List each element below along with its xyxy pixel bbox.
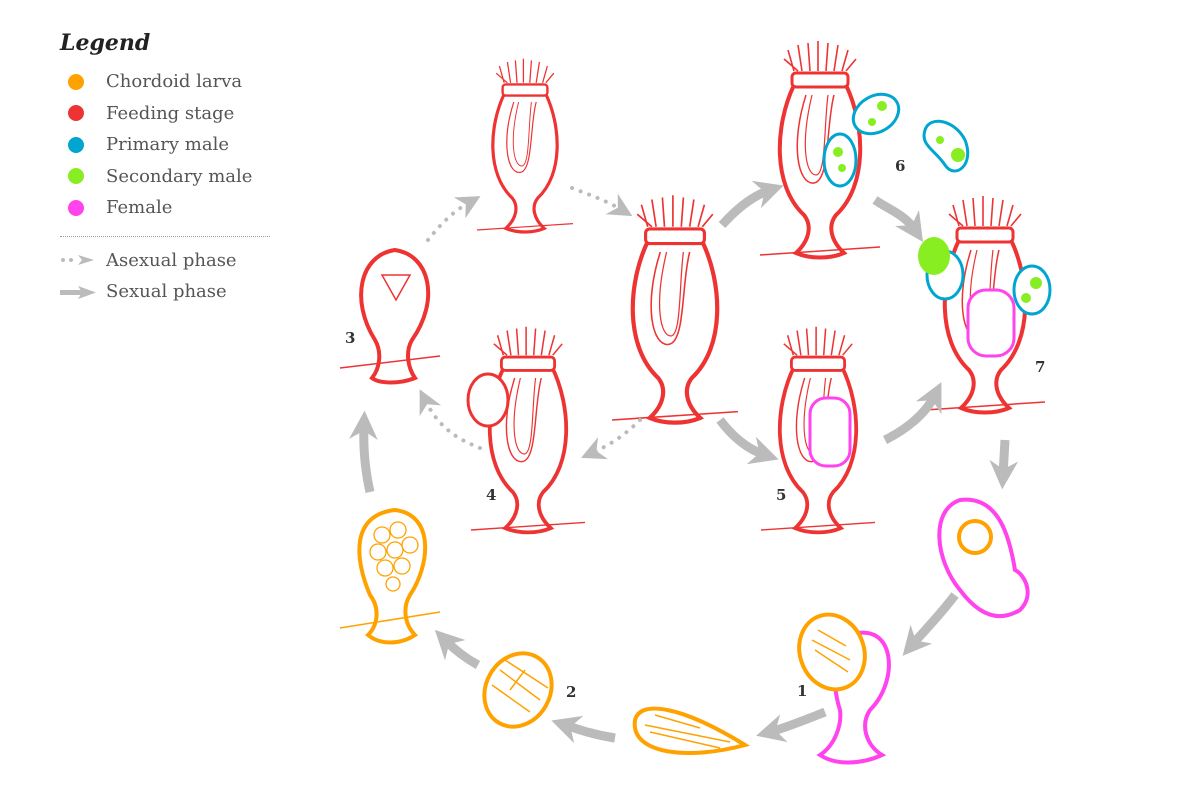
primary-male xyxy=(822,132,858,188)
stage-label-1: 1 xyxy=(797,682,807,700)
stage-label-6: 6 xyxy=(895,157,905,175)
legend-label: Feeding stage xyxy=(106,102,235,124)
primary-male xyxy=(851,92,901,136)
sexual-arrows xyxy=(349,180,1019,744)
pink-dot-icon xyxy=(68,199,84,216)
secondary-male xyxy=(918,237,950,275)
legend-item-chordoid-larva: Chordoid larva xyxy=(60,66,270,98)
free-primary-male xyxy=(922,119,970,173)
sexual-arrow xyxy=(902,592,959,656)
legend-label: Sexual phase xyxy=(106,281,227,303)
legend-item-asexual: Asexual phase xyxy=(60,245,270,277)
sexual-arrow xyxy=(718,180,784,229)
sexual-arrow xyxy=(756,707,827,743)
legend-label: Female xyxy=(106,197,173,219)
legend-item-primary-male: Primary male xyxy=(60,129,270,161)
stage-label-4: 4 xyxy=(486,486,496,504)
feeding-stage-5 xyxy=(759,324,877,535)
female-released xyxy=(937,497,1030,618)
asexual-arrow xyxy=(581,418,642,460)
sexual-arrow xyxy=(551,715,616,744)
bud xyxy=(466,372,510,428)
stage-label-5: 5 xyxy=(776,486,786,504)
dotted-arrow-icon xyxy=(61,255,94,266)
legend-item-female: Female xyxy=(60,192,270,224)
legend-item-feeding-stage: Feeding stage xyxy=(60,98,270,130)
legend-item-sexual: Sexual phase xyxy=(60,276,270,308)
sexual-arrow xyxy=(434,629,481,669)
blue-dot-icon xyxy=(68,136,84,153)
legend-label: Chordoid larva xyxy=(106,71,243,93)
asexual-arrows xyxy=(419,186,642,460)
legend: Legend Chordoid larva Feeding stage Prim… xyxy=(60,30,270,308)
feeding-stage-6 xyxy=(758,39,970,260)
female-inside xyxy=(966,288,1016,358)
legend-label: Primary male xyxy=(106,134,229,156)
legend-label: Secondary male xyxy=(106,165,253,187)
green-dot-icon xyxy=(68,168,84,185)
legend-label: Asexual phase xyxy=(106,249,237,271)
stage-label-3: 3 xyxy=(345,329,355,347)
feeding-stage-top xyxy=(475,57,575,234)
feeding-stage-4 xyxy=(466,324,587,535)
legend-item-secondary-male: Secondary male xyxy=(60,161,270,193)
sexual-arrow xyxy=(882,382,942,445)
chordoid-larva-settled xyxy=(339,507,441,645)
sexual-arrow xyxy=(716,417,779,465)
asexual-arrow xyxy=(570,186,633,217)
sexual-arrow xyxy=(349,410,378,493)
feeding-stage-center xyxy=(612,195,738,422)
stage-label-7: 7 xyxy=(1035,358,1045,376)
solid-arrow-icon xyxy=(60,285,96,299)
asexual-arrow xyxy=(426,196,481,242)
primary-male xyxy=(1012,264,1052,316)
feeding-stage-7 xyxy=(918,194,1052,415)
legend-divider xyxy=(60,235,270,237)
sexual-arrow xyxy=(989,439,1019,490)
legend-title: Legend xyxy=(60,30,151,56)
sexual-arrow xyxy=(872,196,923,242)
stage-label-2: 2 xyxy=(566,683,576,701)
chordoid-larva-swimming xyxy=(632,706,750,755)
red-dot-icon xyxy=(68,105,84,122)
orange-dot-icon xyxy=(68,73,84,90)
feeding-stage-3 xyxy=(339,247,441,385)
female-inside xyxy=(808,396,852,468)
chordoid-larva-2 xyxy=(482,651,554,729)
female-with-larva-1 xyxy=(797,612,891,765)
